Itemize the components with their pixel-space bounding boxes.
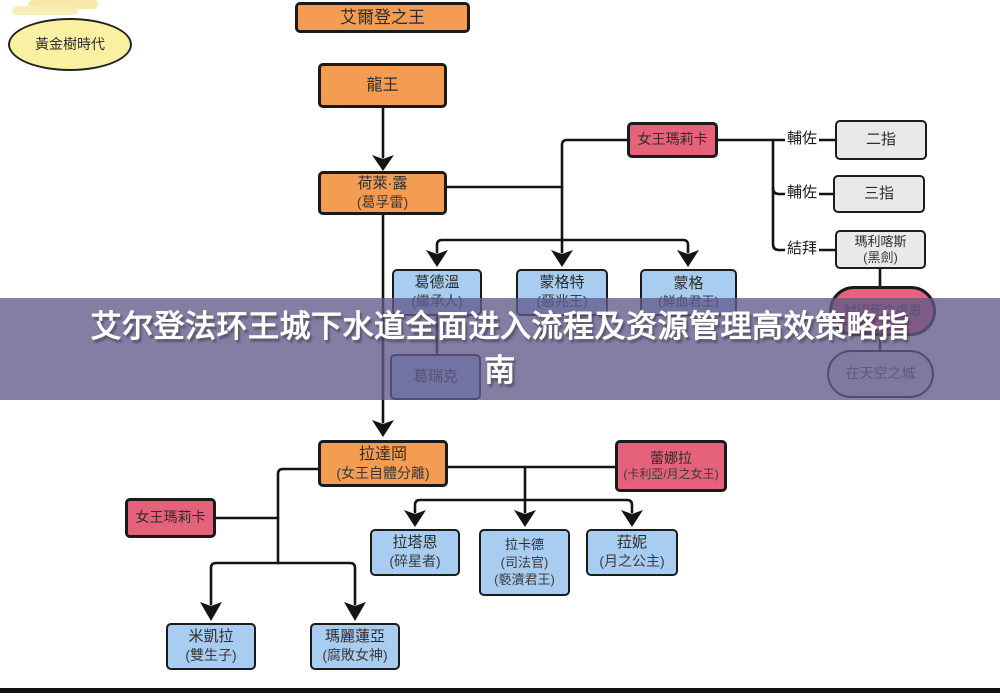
node-rykard: 拉卡德 (司法官) (褻瀆君王) xyxy=(479,529,570,596)
relation-label-sworn: 結拜 xyxy=(785,240,820,258)
node-label: 米凱拉 xyxy=(188,628,234,646)
node-sublabel: (褻瀆君王) xyxy=(494,572,555,588)
node-sublabel: (黑劍) xyxy=(863,249,898,265)
node-label: 菈妮 xyxy=(616,534,647,552)
relation-label-assist: 輔佐 xyxy=(785,184,820,202)
node-sublabel: (葛孚雷) xyxy=(356,193,409,210)
node-label: 三指 xyxy=(863,184,894,202)
node-radahn: 拉塔恩 (碎星者) xyxy=(370,529,460,576)
node-label: 二指 xyxy=(865,130,896,148)
node-sublabel: (雙生子) xyxy=(185,647,237,664)
relation-label-assist: 輔佐 xyxy=(785,130,820,148)
bottom-divider xyxy=(0,688,1000,693)
node-rennala: 蕾娜拉 (卡利亞/月之女王) xyxy=(615,440,727,492)
node-malenia: 瑪麗蓮亞 (腐敗女神) xyxy=(310,623,400,670)
node-radagon: 拉達岡 (女王自體分離) xyxy=(318,440,448,487)
node-maliketh: 瑪利喀斯 (黑劍) xyxy=(835,230,926,269)
node-label: 拉塔恩 xyxy=(392,534,438,552)
node-label: 艾爾登之王 xyxy=(340,7,425,27)
node-label: 瑪利喀斯 xyxy=(854,233,907,249)
banner-title-line2: 南 xyxy=(484,353,516,388)
node-sublabel: (女王自體分離) xyxy=(336,464,430,481)
node-label: 葛德溫 xyxy=(414,274,460,292)
node-label: 女王瑪莉卡 xyxy=(135,509,206,526)
node-two-fingers: 二指 xyxy=(835,120,927,160)
node-label: 女王瑪莉卡 xyxy=(637,131,708,148)
era-label: 黃金樹時代 xyxy=(35,35,105,52)
node-label: 拉卡德 xyxy=(504,537,544,553)
node-queen-marika-top: 女王瑪莉卡 xyxy=(627,122,718,158)
node-label: 瑪麗蓮亞 xyxy=(324,628,385,646)
node-label: 拉達岡 xyxy=(358,445,407,463)
node-label: 蕾娜拉 xyxy=(650,449,692,466)
node-sublabel: (卡利亞/月之女王) xyxy=(623,467,719,482)
era-bubble: 黃金樹時代 xyxy=(8,18,132,71)
node-sublabel: (月之公主) xyxy=(599,553,665,570)
node-ranni: 菈妮 (月之公主) xyxy=(586,529,678,576)
node-sublabel: (腐敗女神) xyxy=(322,647,388,664)
node-dragon-king: 龍王 xyxy=(318,63,447,108)
node-three-fingers: 三指 xyxy=(833,175,925,213)
node-label: 荷萊·露 xyxy=(357,174,408,192)
node-elden-lord: 艾爾登之王 xyxy=(295,2,470,33)
node-queen-marika-bottom: 女王瑪莉卡 xyxy=(125,498,216,538)
highlight-smudge xyxy=(12,6,78,15)
node-horai-lou: 荷萊·露 (葛孚雷) xyxy=(318,171,447,215)
node-sublabel: (碎星者) xyxy=(389,553,441,570)
highlight-smudge xyxy=(28,0,98,9)
node-miquella: 米凱拉 (雙生子) xyxy=(166,623,256,670)
node-label: 蒙格特 xyxy=(539,274,585,292)
node-label: 龍王 xyxy=(366,76,399,94)
banner-title-line1: 艾尔登法环王城下水道全面进入流程及资源管理高效策略指 xyxy=(90,309,910,344)
node-sublabel: (司法官) xyxy=(500,554,549,570)
title-banner: 艾尔登法环王城下水道全面进入流程及资源管理高效策略指 南 xyxy=(0,298,1000,400)
node-label: 蒙格 xyxy=(673,275,704,292)
